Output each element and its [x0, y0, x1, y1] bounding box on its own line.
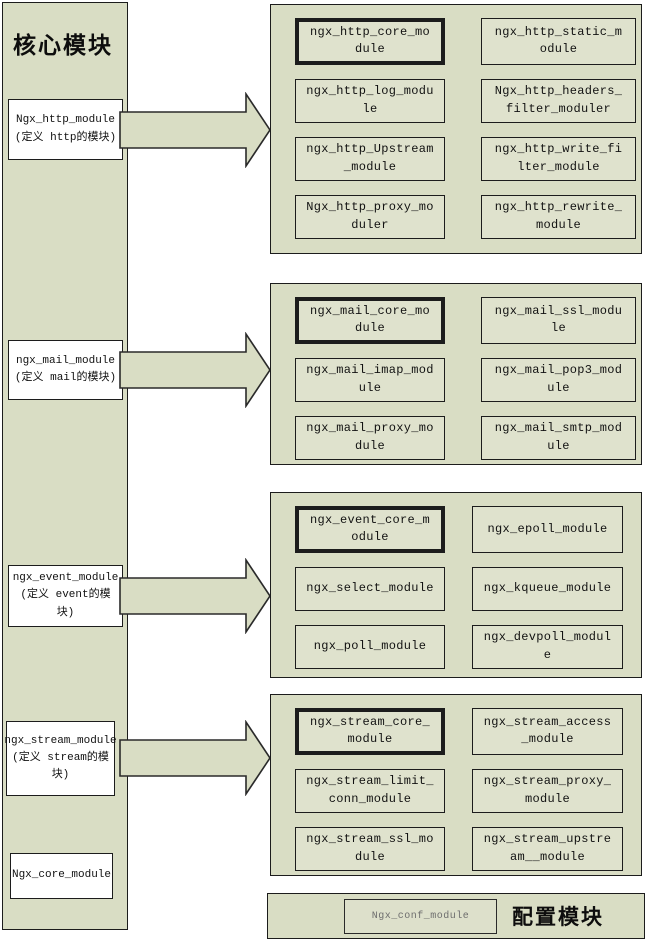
module-box: Ngx_http_headers_filter_moduler — [481, 78, 636, 123]
module-box: ngx_stream_upstream__module — [472, 826, 623, 871]
module-box: ngx_http_write_filter_module — [481, 136, 636, 181]
group-stream-modules: ngx_stream_core_module ngx_stream_access… — [270, 694, 642, 876]
module-box: ngx_mail_pop3_module — [481, 357, 636, 402]
module-box: ngx_select_module — [295, 566, 445, 611]
module-box: ngx_devpoll_module — [472, 624, 623, 669]
block-arrow-icon — [119, 720, 271, 796]
module-box: ngx_stream_proxy_module — [472, 768, 623, 813]
core-box-ngx-stream-module: ngx_stream_module (定义 stream的模块) — [4, 721, 117, 796]
block-arrow-icon — [119, 558, 271, 634]
module-box: ngx_mail_ssl_module — [481, 297, 636, 344]
module-box: ngx_epoll_module — [472, 506, 623, 553]
module-box: ngx_stream_limit_conn_module — [295, 768, 445, 813]
module-box: ngx_mail_core_module — [295, 297, 445, 344]
module-box: ngx_stream_ssl_module — [295, 826, 445, 871]
module-box: ngx_http_core_module — [295, 18, 445, 65]
module-box: ngx_http_log_module — [295, 78, 445, 123]
group-http-modules: ngx_http_core_module ngx_http_static_mod… — [270, 4, 642, 254]
module-box: Ngx_http_proxy_moduler — [295, 194, 445, 239]
module-box: ngx_http_Upstream_module — [295, 136, 445, 181]
block-arrow-icon — [119, 92, 271, 168]
group-event-modules: ngx_event_core_module ngx_epoll_module n… — [270, 492, 642, 678]
group-mail-modules: ngx_mail_core_module ngx_mail_ssl_module… — [270, 283, 642, 465]
module-box: ngx_http_rewrite_module — [481, 194, 636, 239]
core-box-ngx-mail-module: ngx_mail_module (定义 mail的模块) — [8, 340, 123, 400]
module-box: ngx_event_core_module — [295, 506, 445, 553]
config-modules-title: 配置模块 — [512, 904, 604, 929]
core-box-ngx-core-module: Ngx_core_module — [10, 853, 113, 899]
config-modules-panel: Ngx_conf_module 配置模块 — [267, 893, 645, 939]
module-box: ngx_mail_imap_module — [295, 357, 445, 402]
module-box: ngx_stream_core_module — [295, 708, 445, 755]
module-box-ngx-conf-module: Ngx_conf_module — [344, 899, 497, 934]
module-box: ngx_poll_module — [295, 624, 445, 669]
core-modules-title: 核心模块 — [13, 32, 113, 59]
module-box: ngx_http_static_module — [481, 18, 636, 65]
core-box-ngx-http-module: Ngx_http_module (定义 http的模块) — [8, 99, 123, 160]
core-box-ngx-event-module: ngx_event_module (定义 event的模块) — [8, 565, 123, 627]
module-box: ngx_stream_access_module — [472, 708, 623, 755]
module-box: ngx_mail_smtp_module — [481, 415, 636, 460]
module-box: ngx_kqueue_module — [472, 566, 623, 611]
module-box: ngx_mail_proxy_module — [295, 415, 445, 460]
block-arrow-icon — [119, 332, 271, 408]
